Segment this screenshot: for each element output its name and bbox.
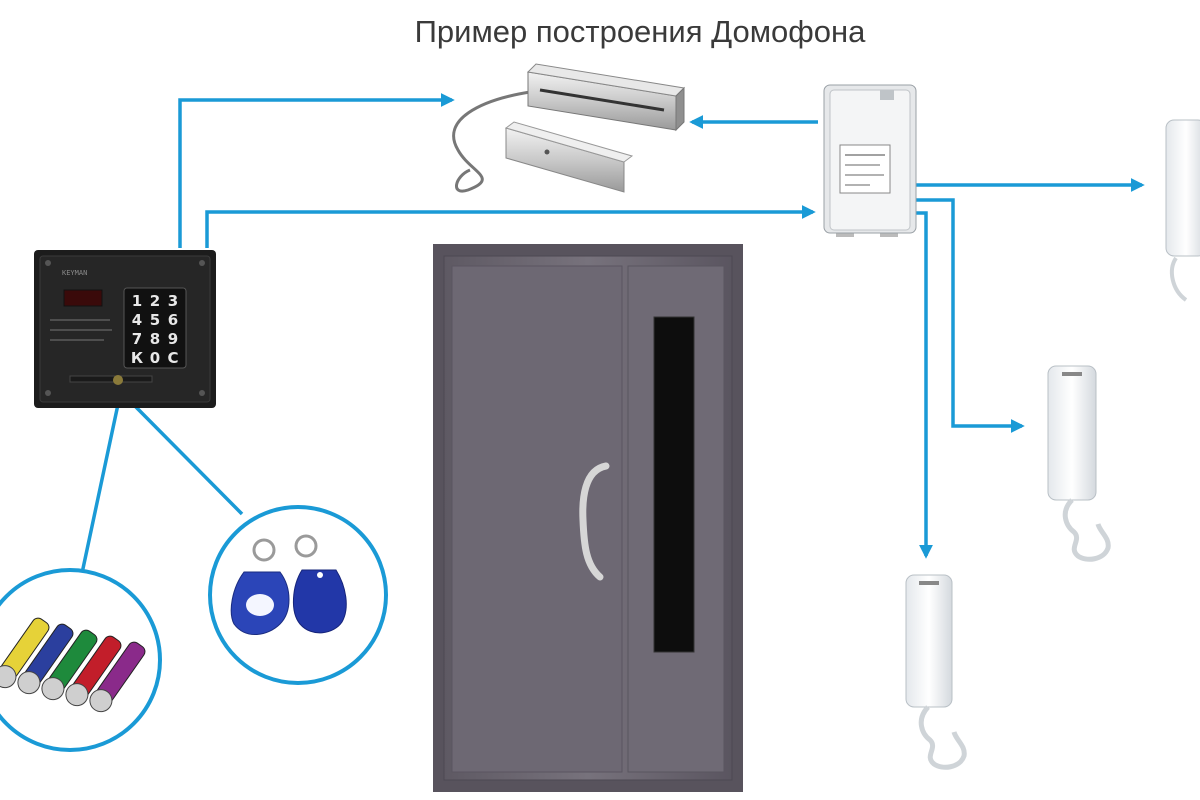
keypad-key: 8 [150, 330, 160, 348]
intercom-handset-icon [1047, 365, 1111, 562]
arrow-commutator-to-handset-3 [915, 211, 933, 559]
panel-display [63, 289, 103, 307]
line-panel-to-rfid [122, 393, 244, 516]
ibutton-key [65, 635, 122, 707]
intercom-handset-icon [905, 574, 967, 770]
panel-brand: KEYMAN [62, 269, 87, 277]
keypad-key: 1 [132, 292, 142, 310]
rfid-tags-icon [208, 505, 388, 685]
keypad-key: 7 [132, 330, 142, 348]
ibutton-key [89, 641, 146, 713]
line-panel-to-ibutton [76, 394, 122, 593]
keypad-key: 3 [168, 292, 178, 310]
keypad-key: 5 [150, 311, 160, 329]
keypad-key: 6 [168, 311, 178, 329]
keypad-frame [123, 287, 187, 369]
commutator-box-icon [823, 84, 917, 237]
reader-pad [113, 375, 123, 385]
arrow-commutator-to-handset-2 [915, 198, 1025, 433]
arrow-panel-to-commutator [205, 205, 816, 248]
door-handle [579, 462, 610, 581]
ibutton-key [0, 617, 50, 689]
keypad-key: 9 [168, 330, 178, 348]
ibutton-key [41, 629, 98, 701]
ibutton-keys-icon [0, 568, 162, 752]
arrow-panel-to-lock [178, 93, 455, 248]
diagram-title: Пример построения Домофона [414, 14, 866, 49]
keypad-key: 0 [150, 349, 160, 367]
keypad-key: К [131, 349, 144, 367]
door-icon [433, 244, 743, 792]
keypad-key: 4 [132, 311, 142, 329]
keypad-key: С [167, 349, 178, 367]
door-window [653, 316, 695, 653]
connection-arrows [76, 93, 1145, 593]
intercom-handset-icon [1165, 119, 1200, 302]
ibutton-key [17, 623, 74, 695]
magnetic-lock-icon [452, 63, 686, 193]
keypad-key: 2 [150, 292, 160, 310]
